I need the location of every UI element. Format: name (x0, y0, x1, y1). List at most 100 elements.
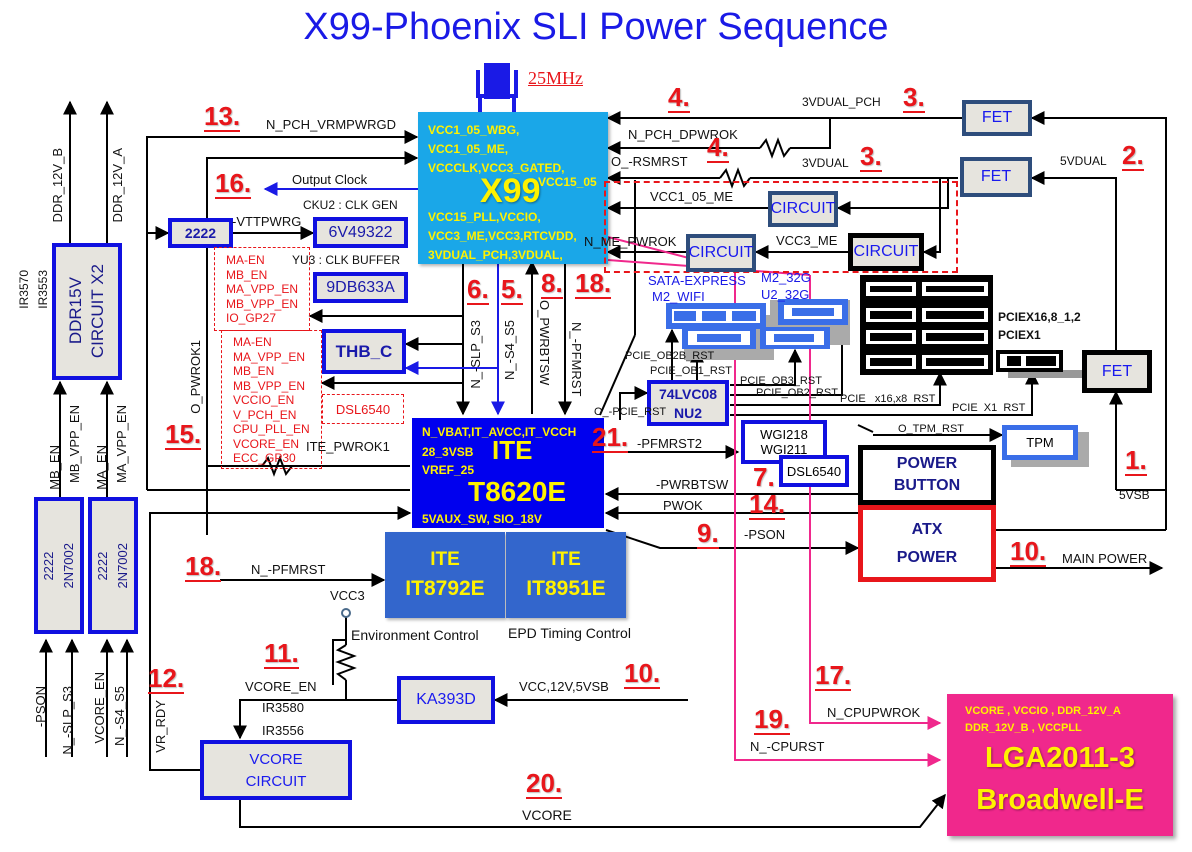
x99-chip-name: X99 (480, 172, 541, 210)
step-7: 7. (753, 462, 775, 492)
enable-signal: MA-EN (226, 253, 265, 267)
fet-5vsb[interactable]: FET (1082, 350, 1152, 393)
epd-timing-control-caption: EPD Timing Control (508, 625, 631, 641)
signal-label: PCIE X1 RST (952, 402, 1026, 414)
transistor-2222-2n7002-b[interactable]: 2222 2N7002 (88, 497, 138, 634)
step-10: 10. (624, 658, 661, 689)
atx-power-supply[interactable]: ATX POWER (858, 505, 996, 582)
enable-signal: CPU_PLL_EN (233, 422, 310, 436)
x99-rail: VCCCLK,VCC3_GATED, (428, 161, 565, 175)
ite-chip-vendor: ITE (492, 435, 533, 465)
enable-signal: MB_EN (226, 267, 268, 282)
signal-label: -VTTPWRG (232, 214, 302, 229)
signal-label: N_CPUPWROK (827, 705, 921, 720)
signal-label: VCC3 (330, 588, 365, 603)
ite-t8620e-chip[interactable]: N_VBAT,IT_AVCC,IT_VCCH 28_3VSB VREF_25 I… (412, 418, 604, 528)
enable-signal: ECC_GP30 (233, 451, 296, 465)
circuit-vcc3-me[interactable]: CIRCUIT (848, 233, 924, 271)
tpm-module[interactable]: TPM (1002, 425, 1078, 460)
signal-label: DDR_12V_B (50, 148, 65, 223)
ite-it8792e-chip[interactable]: ITE IT8792E (385, 532, 505, 618)
signal-label: 3VDUAL (802, 156, 849, 170)
ddr-label: CIRCUIT X2 (88, 264, 107, 359)
signal-label: PCIE x16,x8 RST (840, 393, 936, 405)
lan-part: WGI211 (760, 442, 808, 457)
x99-rail: 3VDUAL_PCH,3VDUAL, (428, 248, 563, 262)
step-2: 2. (1122, 140, 1144, 171)
signal-label: PCIE_OB2B_RST (625, 350, 715, 362)
transistor-2222-vttpwrg[interactable]: 2222 (168, 218, 233, 248)
signal-label: PCIE_OB2_RST (756, 387, 838, 399)
step-3: 3. (860, 141, 882, 172)
signal-label: ITE_PWROK1 (306, 439, 390, 454)
step-5: 5. (501, 274, 523, 305)
dsl6540-dashed: DSL6540 (322, 394, 404, 424)
ite-rail: 5VAUX_SW, SIO_18V (422, 512, 542, 526)
circuit-vcc1-05-me[interactable]: CIRCUIT (768, 191, 838, 227)
dsl6540-label: DSL6540 (335, 401, 391, 417)
signal-label: MB_EN (47, 445, 62, 490)
power-button-label: BUTTON (893, 477, 961, 494)
enable-signal: MB_VPP_EN (233, 378, 306, 393)
clock-generator-caption: CKU2 : CLK GEN (303, 198, 398, 212)
circuit-me-pwrok[interactable]: CIRCUIT (686, 234, 756, 272)
step-18: 18. (575, 268, 612, 299)
lan-part: WGI218 (760, 427, 808, 442)
clock-generator-6v49322[interactable]: 6V49322 (313, 217, 408, 248)
signal-label: 3VDUAL_PCH (802, 95, 881, 109)
x99-pch-chip[interactable]: VCC1_05_WBG, VCC1_05_ME, VCCCLK,VCC3_GAT… (418, 112, 608, 264)
transistor-label: 2222 (95, 551, 110, 580)
signal-label: PWOK (663, 498, 703, 513)
vcore-circuit[interactable]: VCORE CIRCUIT (200, 740, 352, 800)
signal-label: VCC1_05_ME (650, 189, 734, 204)
step-8: 8. (541, 268, 563, 299)
fet-3vdual-pch[interactable]: FET (962, 100, 1032, 136)
signal-label: VCORE_EN (92, 672, 107, 744)
step-14: 14. (749, 489, 786, 520)
enable-list-2: MA-EN MA_VPP_EN MB_EN MB_VPP_EN VCCIO_EN… (233, 335, 310, 466)
part-label: IR3556 (262, 723, 304, 738)
step-15: 15. (165, 419, 202, 450)
clock-buffer-caption: YU3 : CLK BUFFER (292, 253, 401, 267)
logic-74lvc08[interactable]: 74LVC08 NU2 (647, 380, 729, 426)
x99-rail: VCC3_ME,VCC3,RTCVDD, (428, 229, 577, 243)
signal-label: -PSON (744, 527, 786, 542)
diagram-title: X99-Phoenix SLI Power Sequence (303, 6, 889, 48)
enable-signal: V_PCH_EN (233, 407, 297, 422)
atx-label: ATX (911, 520, 943, 538)
step-12: 12. (148, 663, 185, 694)
clock-buffer-9db633a[interactable]: 9DB633A (313, 272, 408, 303)
signal-label: VCC3_ME (776, 233, 838, 248)
signal-label: O_TPM_RST (898, 423, 965, 435)
step-21: 21. (592, 422, 629, 453)
signal-label: N_-SLP_S3 (468, 320, 483, 389)
ite-rail: VREF_25 (422, 463, 475, 477)
ddr15v-circuit[interactable]: DDR15V CIRCUIT X2 (52, 243, 122, 380)
cpu-lga2011-3[interactable]: VCORE , VCCIO , DDR_12V_A DDR_12V_B , VC… (947, 694, 1173, 836)
transistor-label: 2N7002 (115, 542, 130, 589)
thb-c-block[interactable]: THB_C (322, 329, 406, 374)
step-18: 18. (185, 551, 222, 582)
cpu-rails: DDR_12V_B , VCCPLL (965, 722, 1082, 734)
step-6: 6. (467, 274, 489, 305)
ite-rail: N_VBAT,IT_AVCC,IT_VCCH (422, 425, 577, 439)
power-button[interactable]: POWER BUTTON (858, 445, 996, 505)
ite-it8951e-chip[interactable]: ITE IT8951E (506, 532, 626, 618)
enable-signal: MA_VPP_EN (226, 282, 299, 296)
signal-label: N_-SLP_S3 (60, 686, 75, 755)
comparator-ka393d[interactable]: KA393D (397, 676, 495, 724)
dsl6540-box[interactable]: DSL6540 (779, 455, 849, 487)
transistor-2222-2n7002-a[interactable]: 2222 2N7002 (34, 497, 84, 634)
fet-3vdual[interactable]: FET (960, 157, 1032, 197)
ite-chip-model: T8620E (468, 476, 567, 507)
signal-label: N_ME_PWROK (584, 234, 677, 249)
signal-label: MAIN POWER (1062, 551, 1148, 566)
crystal-frequency-label: 25MHz (528, 68, 583, 88)
signal-label: VR_RDY (153, 700, 168, 753)
x99-rail: VCC1_05_ME, (428, 142, 509, 156)
logic-part: 74LVC08 (658, 385, 718, 402)
part-label: IR3580 (262, 700, 304, 715)
connector-label: U2_32G (761, 287, 810, 302)
enable-signal: VCORE_EN (233, 436, 300, 451)
signal-label: PCIE_OB1_RST (650, 365, 732, 377)
